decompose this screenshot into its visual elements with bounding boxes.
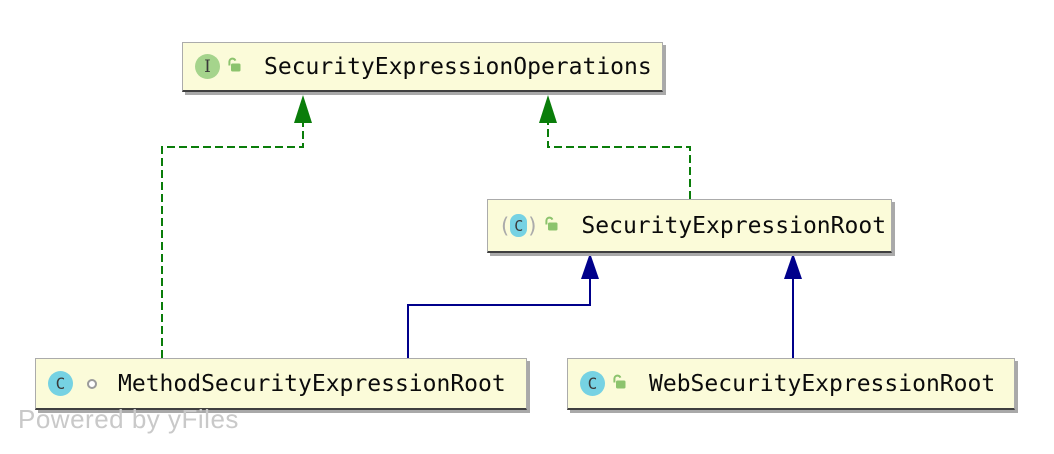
edge-implements-root-to-operations[interactable] <box>539 95 691 199</box>
lock-open-icon <box>543 215 560 236</box>
node-web-security-expression-root[interactable]: C WebSecurityExpressionRoot <box>567 358 1015 410</box>
extends-arrowhead-icon <box>784 253 802 279</box>
class-icon: C <box>48 371 73 396</box>
abstract-class-icon: C <box>510 214 528 237</box>
abstract-paren-open: ( <box>501 213 510 238</box>
node-label: SecurityExpressionOperations <box>264 53 652 80</box>
abstract-paren-close: ) <box>528 213 537 238</box>
node-security-expression-root[interactable]: ( C ) SecurityExpressionRoot <box>487 199 892 253</box>
extends-edge-line[interactable] <box>407 278 591 358</box>
yfiles-watermark: Powered by yFiles <box>18 404 239 434</box>
implements-edge-line[interactable] <box>161 123 304 358</box>
node-label: MethodSecurityExpressionRoot <box>118 370 506 397</box>
class-icon: C <box>580 371 605 396</box>
edge-extends-method-to-root[interactable] <box>407 253 599 358</box>
implements-arrowhead-icon <box>539 95 557 123</box>
node-label: WebSecurityExpressionRoot <box>649 370 996 397</box>
implements-arrowhead-icon <box>294 95 312 123</box>
node-label: SecurityExpressionRoot <box>581 212 887 239</box>
edge-extends-web-to-root[interactable] <box>784 253 802 358</box>
package-local-icon <box>87 378 97 389</box>
node-security-expression-operations[interactable]: I SecurityExpressionOperations <box>182 42 663 92</box>
extends-arrowhead-icon <box>581 253 599 279</box>
node-method-security-expression-root[interactable]: C MethodSecurityExpressionRoot <box>35 358 527 410</box>
implements-edge-line[interactable] <box>547 123 691 199</box>
lock-open-icon <box>611 373 628 394</box>
interface-icon: I <box>195 54 220 79</box>
lock-open-icon <box>226 56 243 77</box>
edge-implements-method-to-operations[interactable] <box>161 95 312 358</box>
